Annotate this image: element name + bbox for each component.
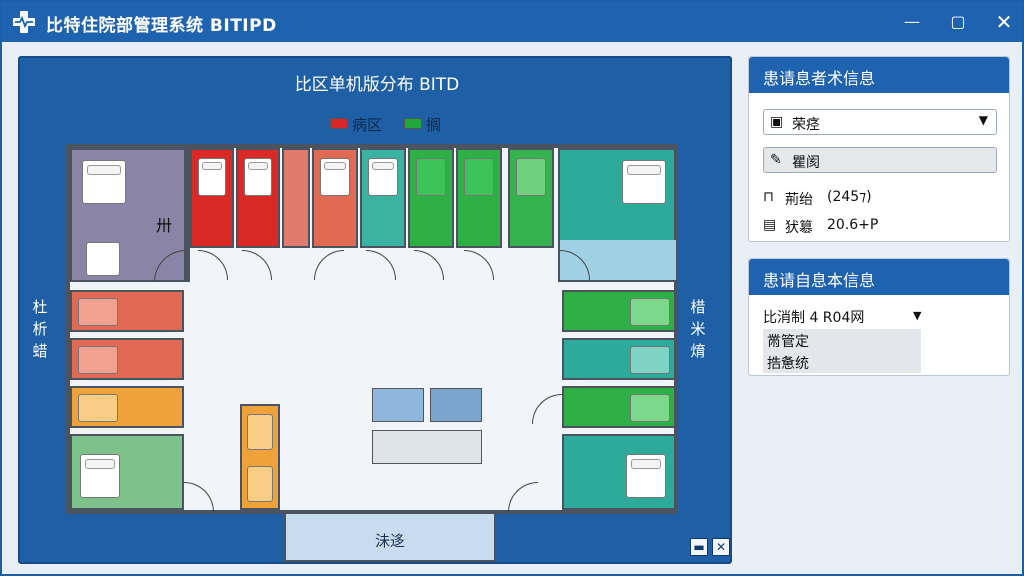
room-left-4[interactable]	[70, 434, 184, 510]
door	[508, 482, 538, 512]
bed[interactable]	[320, 158, 350, 196]
door	[314, 250, 344, 280]
ward-entrance[interactable]: 沬迻	[284, 514, 496, 562]
door	[464, 250, 494, 280]
door	[366, 250, 396, 280]
patient-basic-panel: 患请自息本信息 比消制 4 R04网 ▼ 黹管定 捁惫统	[748, 258, 1010, 376]
close-button[interactable]: ✕	[995, 10, 1013, 34]
room-top-7[interactable]	[508, 148, 554, 248]
bed[interactable]	[630, 394, 670, 422]
bed[interactable]	[78, 394, 118, 422]
info-value: (245⁊)	[827, 189, 872, 205]
legend-swatch-red	[330, 118, 348, 129]
hospital-cross-icon	[13, 11, 35, 33]
bed[interactable]	[368, 158, 398, 196]
room-top-corridor[interactable]	[282, 148, 310, 248]
title-bar: 比特住院部管理系统 BITIPD — ▢ ✕	[2, 2, 1022, 42]
edit-button[interactable]: ✎ 瞿阂	[763, 147, 997, 173]
patient-info-title: 患请息者术信息	[749, 57, 1009, 93]
maximize-button[interactable]: ▢	[950, 12, 966, 31]
door	[414, 250, 444, 280]
bed[interactable]	[244, 158, 272, 196]
bed[interactable]	[416, 158, 446, 196]
floor-plan-panel: 比区单机版分布 BITD 病区 搁 杜析蜡 棤米焴 卅	[18, 56, 732, 564]
legend-swatch-green	[404, 118, 422, 129]
entrance-label: 沬迻	[374, 532, 405, 550]
room-right-3[interactable]	[562, 386, 676, 428]
room-top-5[interactable]	[408, 148, 454, 248]
room-left-1[interactable]	[70, 290, 184, 332]
chevron-down-icon: ▼	[913, 309, 922, 322]
edit-icon: ✎	[770, 152, 782, 168]
room-left-3[interactable]	[70, 386, 184, 428]
desk	[372, 388, 424, 422]
door	[532, 394, 562, 424]
room-top-1[interactable]	[190, 148, 234, 248]
room-left-2[interactable]	[70, 338, 184, 380]
category-select-value: 比消制 4 R04网	[763, 310, 865, 326]
bed[interactable]	[247, 466, 273, 502]
minimize-plan-button[interactable]: ▬	[690, 538, 708, 556]
patient-info-panel: 患请息者术信息 ▣ 荣痉 ▼ ✎ 瞿阂 ⊓ 荊绐 (245⁊) ▤ 犾簒 20.…	[748, 56, 1010, 242]
basic-row[interactable]: 黹管定	[763, 329, 921, 351]
minimize-button[interactable]: —	[904, 12, 920, 31]
patient-select-value: 荣痉	[792, 117, 820, 133]
bed[interactable]	[247, 414, 273, 450]
door	[242, 250, 272, 280]
door	[198, 250, 228, 280]
edit-button-label: 瞿阂	[792, 155, 820, 171]
bed[interactable]	[78, 298, 118, 326]
desk	[430, 388, 482, 422]
room-bottom-small[interactable]	[240, 404, 280, 510]
room-right-2[interactable]	[562, 338, 676, 380]
clipboard-icon: ▣	[770, 114, 784, 130]
room-right-4[interactable]	[562, 434, 676, 510]
floor-plan-title: 比区单机版分布 BITD	[294, 75, 460, 95]
patient-basic-title: 患请自息本信息	[749, 259, 1009, 295]
bed[interactable]	[198, 158, 226, 196]
lock-icon: ⊓	[763, 189, 774, 205]
info-value: 20.6+P	[827, 217, 879, 233]
bed[interactable]	[86, 242, 120, 276]
info-label: 犾簒	[785, 220, 813, 236]
desk	[372, 430, 482, 464]
patient-select[interactable]: ▣ 荣痉 ▼	[763, 109, 997, 135]
bed[interactable]	[630, 298, 670, 326]
category-select[interactable]: 比消制 4 R04网 ▼	[763, 307, 923, 329]
bed[interactable]	[82, 160, 126, 204]
nurse-station[interactable]	[372, 388, 484, 468]
close-plan-button[interactable]: ✕	[712, 538, 730, 556]
bed[interactable]	[622, 160, 666, 204]
basic-row[interactable]: 捁惫统	[763, 351, 921, 373]
room-top-2[interactable]	[236, 148, 280, 248]
left-wing-label: 杜析蜡	[32, 298, 48, 360]
room-top-4[interactable]	[360, 148, 406, 248]
bed[interactable]	[464, 158, 494, 196]
info-label: 荊绐	[785, 192, 813, 208]
bed[interactable]	[80, 454, 120, 498]
room-right-1[interactable]	[562, 290, 676, 332]
room-top-6[interactable]	[456, 148, 502, 248]
app-title: 比特住院部管理系统 BITIPD	[46, 16, 277, 36]
bed[interactable]	[626, 454, 666, 498]
legend-label: 搁	[426, 116, 442, 134]
ward-floor: 卅	[66, 144, 678, 514]
bed[interactable]	[630, 346, 670, 374]
bed[interactable]	[78, 346, 118, 374]
room-top-3[interactable]	[312, 148, 358, 248]
legend-label: 病区	[352, 116, 383, 134]
room-label: 卅	[156, 216, 173, 235]
door	[184, 482, 214, 512]
document-icon: ▤	[763, 217, 777, 233]
chevron-down-icon: ▼	[978, 113, 988, 127]
bed[interactable]	[516, 158, 546, 196]
right-wing-label: 棤米焴	[690, 298, 706, 360]
